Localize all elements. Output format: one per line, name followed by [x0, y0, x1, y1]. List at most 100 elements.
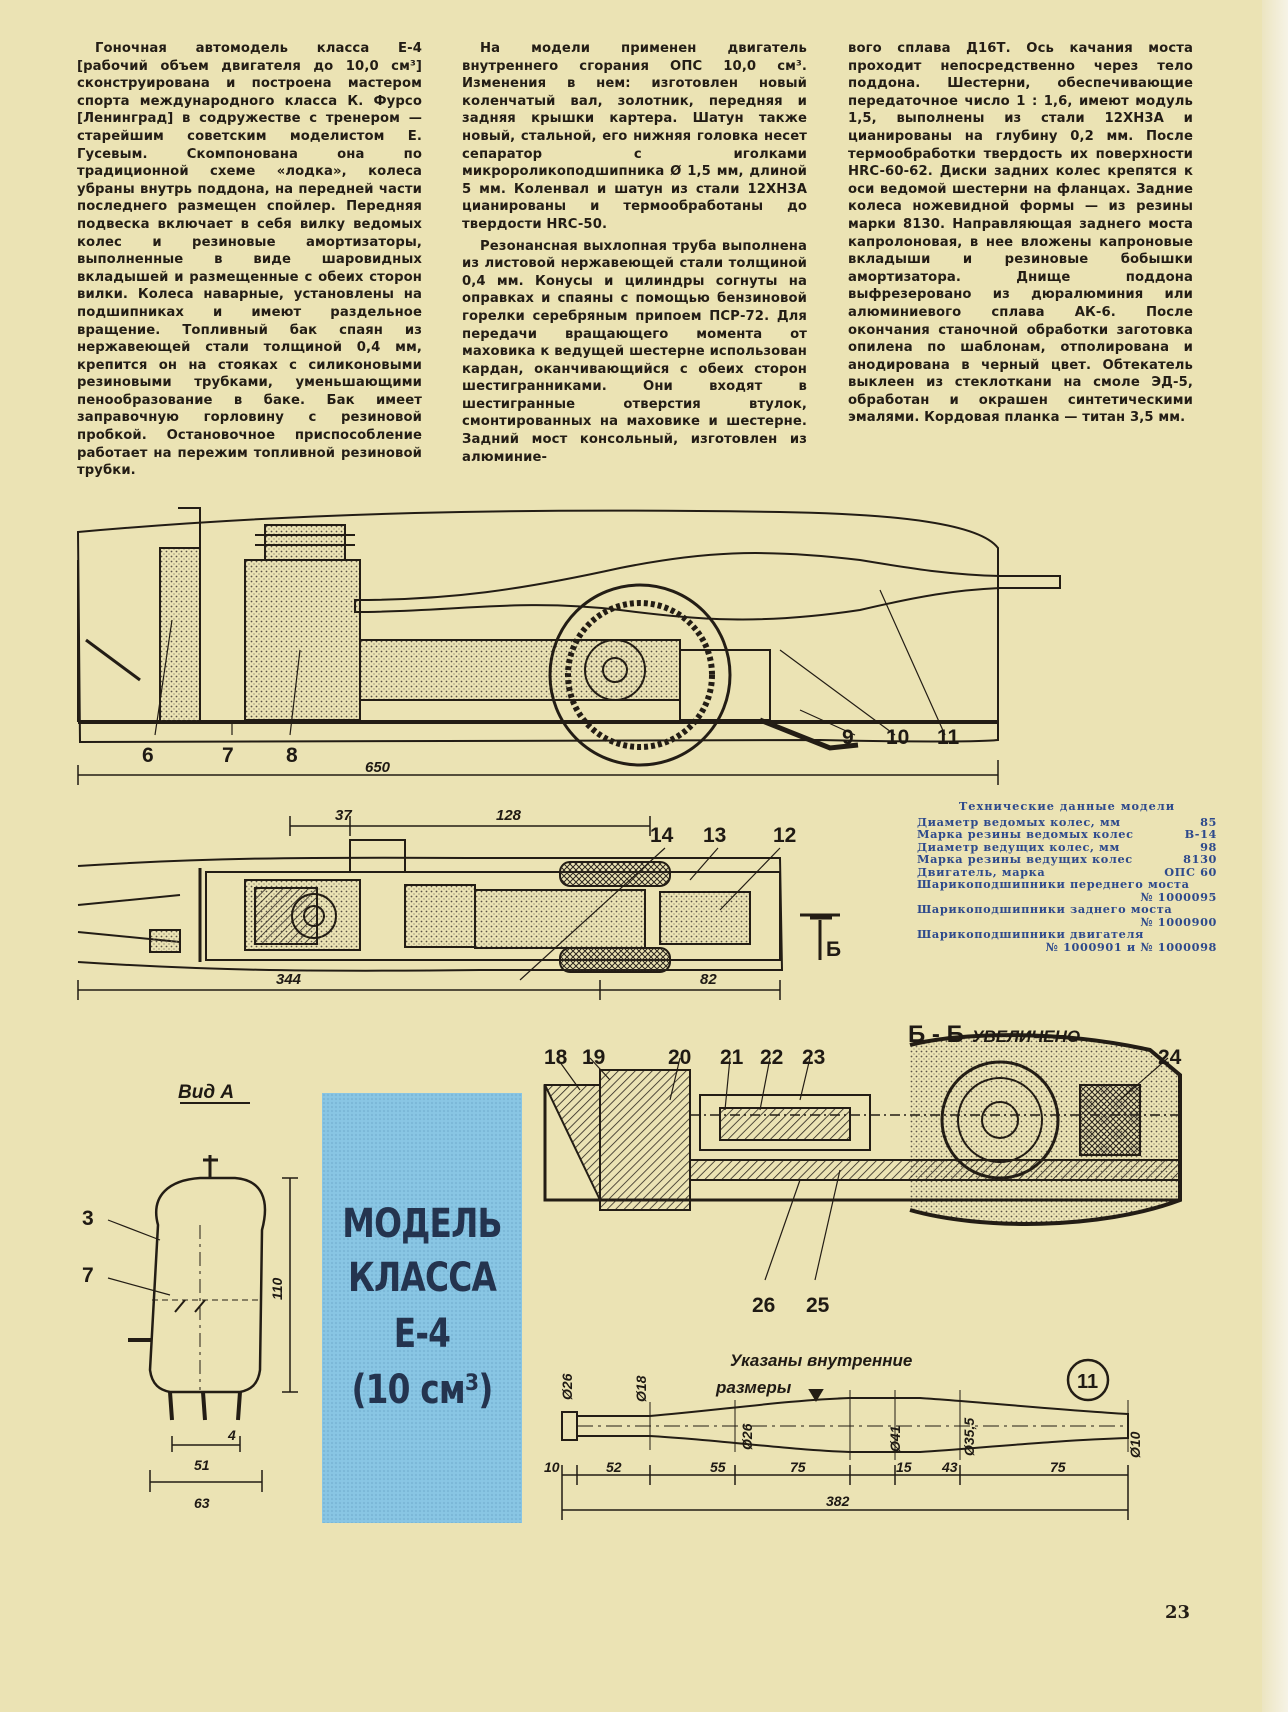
article-paragraph: На модели применен двигатель внутреннего…: [462, 41, 807, 232]
title-line-1: МОДЕЛЬ: [342, 1201, 502, 1247]
spec-label: Диаметр ведомых колес, мм: [917, 814, 1121, 829]
dimension-length: 650: [365, 759, 391, 776]
article-paragraph: вого сплава Д16Т. Ось качания моста прох…: [848, 41, 1193, 426]
pipe-segment-15: 15: [896, 1459, 912, 1475]
part-number-19: 19: [582, 1046, 605, 1069]
part-number-6: 6: [142, 744, 154, 767]
pipe-note-line2: размеры: [715, 1378, 792, 1397]
spec-value: В-14: [1184, 827, 1217, 841]
spec-value: ОПС 60: [1164, 864, 1217, 879]
spec-label: Диаметр ведущих колес, мм: [917, 839, 1120, 854]
title-line-4: (10 см³): [351, 1367, 493, 1413]
part-number-3: 3: [82, 1207, 94, 1230]
pipe-diameter-35-5: Ø35,5: [961, 1418, 977, 1456]
pipe-diameter-18: Ø18: [633, 1375, 649, 1402]
dimension-37: 37: [335, 807, 352, 824]
specs-table: Технические данные модели Диаметр ведомы…: [917, 800, 1217, 953]
article-column-1: Гоночная автомодель класса Е-4 [рабочий …: [77, 40, 422, 480]
part-number-7: 7: [222, 744, 234, 767]
pipe-diameter-41: Ø41: [887, 1425, 903, 1452]
spec-label: Шарикоподшипники заднего моста: [917, 902, 1173, 916]
side-view-drawing: [76, 507, 1061, 785]
pipe-segment-75: 75: [790, 1459, 806, 1475]
spec-value: № 1000901 и № 1000098: [1045, 939, 1217, 954]
spec-label: Марка резины ведущих колес: [917, 852, 1133, 866]
part-number-18: 18: [544, 1046, 568, 1069]
top-view-labels: 14 13 12 37 128 344 82 Б: [276, 807, 841, 988]
dimension-63: 63: [194, 1495, 210, 1511]
pipe-labels: Указаны внутренние размеры 11 Ø26 Ø18 Ø2…: [544, 1351, 1143, 1509]
part-number-22: 22: [760, 1046, 783, 1069]
section-title: Б - Б: [908, 1021, 964, 1048]
section-subtitle: УВЕЛИЧЕНО: [972, 1027, 1080, 1046]
spec-value: № 1000900: [1140, 914, 1217, 929]
article-column-3: вого сплава Д16Т. Ось качания моста прох…: [848, 40, 1193, 427]
spec-label: Двигатель, марка: [917, 864, 1046, 879]
part-number-20: 20: [668, 1046, 691, 1069]
spec-row: Двигатель, марка ОПС 60: [917, 864, 1217, 879]
dimension-4: 4: [227, 1427, 236, 1443]
section-drawing: [543, 1033, 1182, 1281]
dimension-344: 344: [276, 971, 302, 988]
view-a-drawing: [107, 1155, 298, 1492]
spec-value: 85: [1200, 814, 1217, 829]
pipe-segment-43: 43: [941, 1459, 958, 1475]
dimension-82: 82: [700, 971, 717, 988]
pipe-total-length: 382: [826, 1493, 850, 1509]
view-a-title: Вид А: [178, 1082, 234, 1103]
spec-row: Шарикоподшипники двигателя № 1000901 и №…: [917, 928, 1217, 953]
section-mark-b: Б: [826, 938, 841, 961]
spec-row: Диаметр ведущих колес, мм 98: [917, 839, 1217, 854]
part-number-11: 11: [937, 726, 960, 749]
part-number-7-tank: 7: [82, 1264, 94, 1287]
part-number-12: 12: [773, 824, 796, 847]
pipe-segment-52: 52: [606, 1459, 622, 1475]
spec-label: Шарикоподшипники двигателя: [917, 927, 1144, 941]
part-number-13: 13: [703, 824, 726, 847]
part-number-24: 24: [1158, 1046, 1182, 1069]
pipe-diameter-10: Ø10: [1127, 1431, 1143, 1458]
part-number-23: 23: [802, 1046, 825, 1069]
pipe-diameter-26b: Ø26: [739, 1423, 755, 1450]
spec-value: № 1000095: [1140, 889, 1217, 904]
pipe-badge: 11: [1077, 1371, 1098, 1393]
spec-row: Марка резины ведомых колес В-14: [917, 828, 1217, 841]
top-view-drawing: [77, 816, 840, 1000]
page-number: 23: [1165, 1602, 1191, 1623]
specs-title: Технические данные модели: [958, 799, 1176, 813]
spec-row: Шарикоподшипники заднего моста № 1000900: [917, 903, 1217, 928]
spec-value: 8130: [1183, 852, 1217, 866]
title-line-2: КЛАССА: [347, 1255, 497, 1301]
spec-label: Шарикоподшипники переднего моста: [917, 877, 1190, 891]
dimension-128: 128: [496, 807, 522, 824]
article-paragraph: Гоночная автомодель класса Е-4 [рабочий …: [77, 41, 422, 479]
spec-label: Марка резины ведомых колес: [917, 827, 1134, 841]
part-number-10: 10: [886, 726, 909, 749]
part-number-25: 25: [806, 1294, 830, 1317]
spec-row: Шарикоподшипники переднего моста № 10000…: [917, 878, 1217, 903]
pipe-diameter-26: Ø26: [559, 1373, 575, 1400]
pipe-segment-10: 10: [544, 1459, 560, 1475]
section-labels: Б - Б УВЕЛИЧЕНО 18 19 20 21 22 23 24 26 …: [544, 1021, 1182, 1317]
spec-row: Диаметр ведомых колес, мм 85: [917, 814, 1217, 829]
pipe-segment-75b: 75: [1050, 1459, 1066, 1475]
title-box: МОДЕЛЬ КЛАССА Е-4 (10 см³): [322, 1093, 522, 1523]
spec-value: 98: [1200, 839, 1217, 854]
pipe-segment-55: 55: [710, 1459, 726, 1475]
part-number-8: 8: [286, 744, 298, 767]
spec-row: Марка резины ведущих колес 8130: [917, 853, 1217, 866]
part-number-9: 9: [842, 726, 854, 749]
pipe-drawing: [561, 1358, 1129, 1520]
dimension-51: 51: [194, 1457, 210, 1473]
pipe-note-line1: Указаны внутренние: [730, 1351, 912, 1370]
article-column-2: На модели применен двигатель внутреннего…: [462, 40, 807, 466]
dimension-height: 110: [269, 1277, 285, 1300]
article-paragraph: Резонансная выхлопная труба выполнена из…: [462, 238, 807, 465]
title-line-3: Е-4: [393, 1311, 451, 1357]
view-a-labels: Вид А 3 7 110 4 51 63: [82, 1082, 285, 1511]
part-number-26: 26: [752, 1294, 775, 1317]
part-number-14: 14: [650, 824, 674, 847]
part-number-21: 21: [720, 1046, 744, 1069]
